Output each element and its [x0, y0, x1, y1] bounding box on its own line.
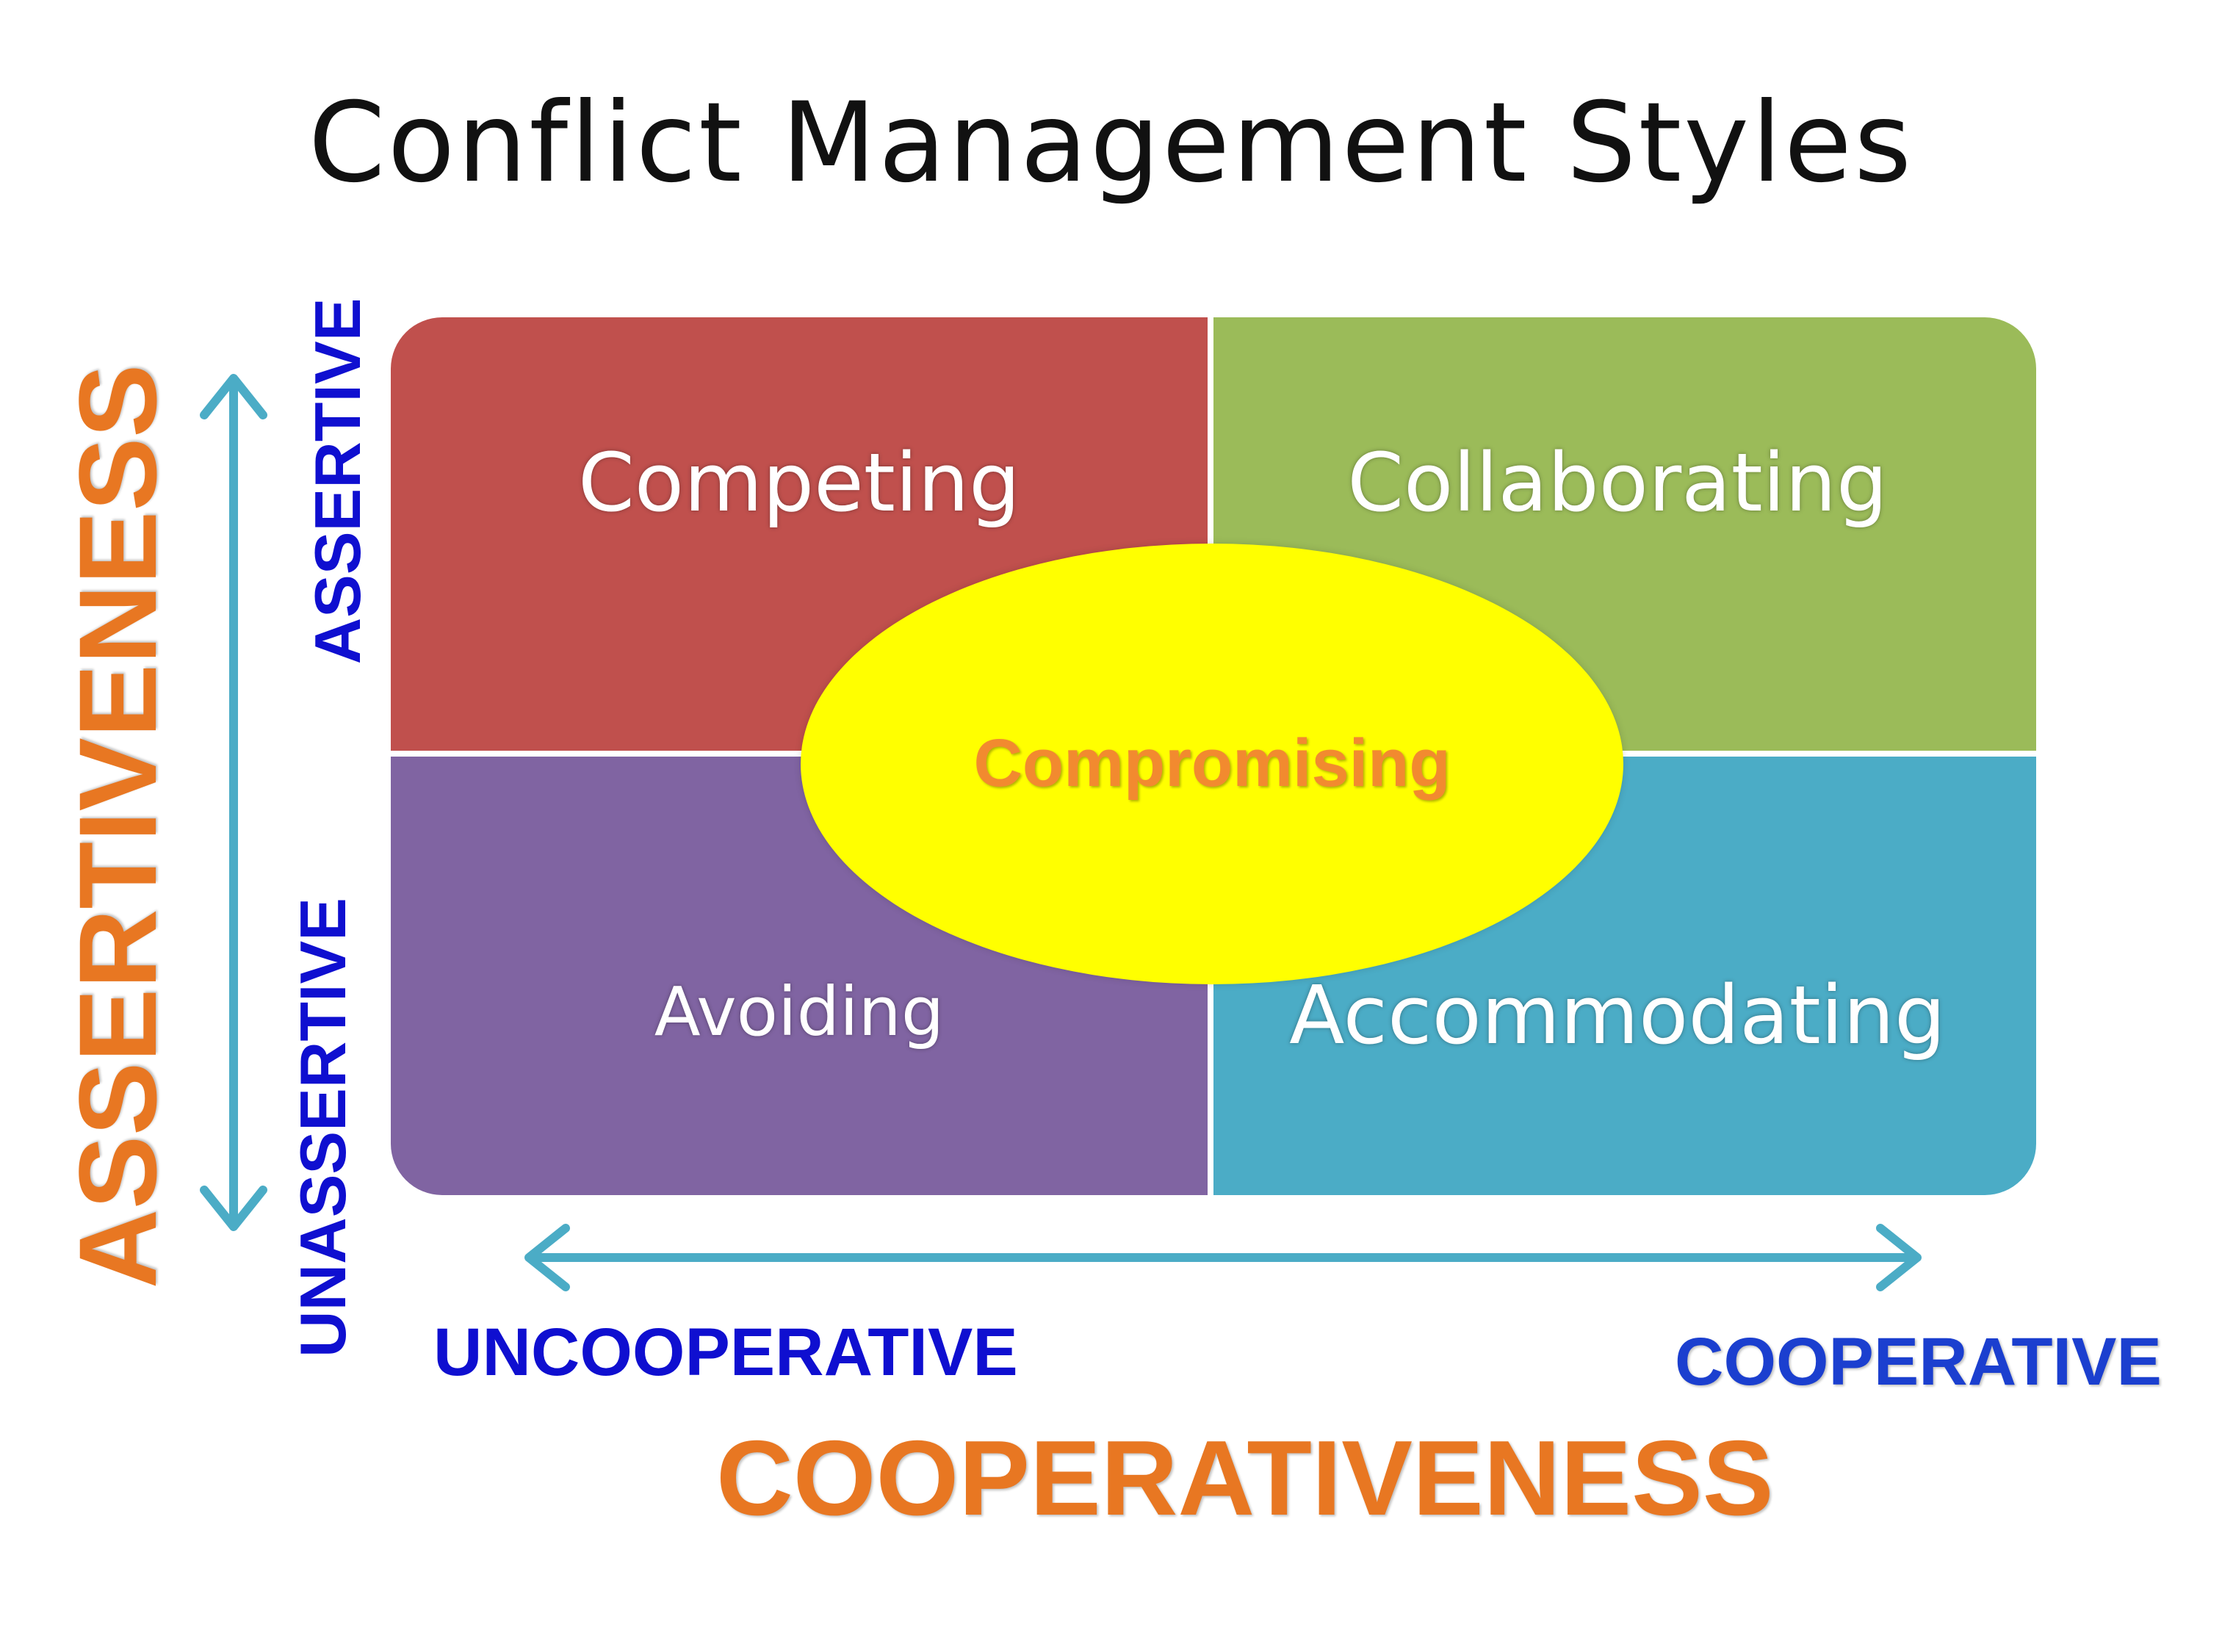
- compromising-ellipse: [801, 544, 1623, 984]
- label-collaborating: Collaborating: [1347, 436, 1888, 530]
- axis-label-unassertive: UNASSERTIVE: [286, 898, 359, 1357]
- horizontal-axis-arrow: [524, 1224, 1922, 1291]
- label-competing: Competing: [578, 436, 1020, 530]
- axis-name-assertiveness: ASSERTIVENESS: [56, 364, 179, 1289]
- vertical-axis-arrow: [200, 374, 267, 1231]
- label-avoiding: Avoiding: [654, 973, 945, 1051]
- label-accommodating: Accommodating: [1289, 968, 1946, 1062]
- axis-label-uncooperative: UNCOOPERATIVE: [433, 1315, 1018, 1390]
- axis-label-cooperative: COOPERATIVE: [1675, 1324, 2162, 1399]
- diagram-title: Conflict Management Styles: [308, 79, 1914, 207]
- axis-name-cooperativeness: COOPERATIVENESS: [716, 1418, 1774, 1537]
- axis-label-assertive: ASSERTIVE: [301, 297, 374, 665]
- label-compromising: Compromising: [973, 726, 1451, 801]
